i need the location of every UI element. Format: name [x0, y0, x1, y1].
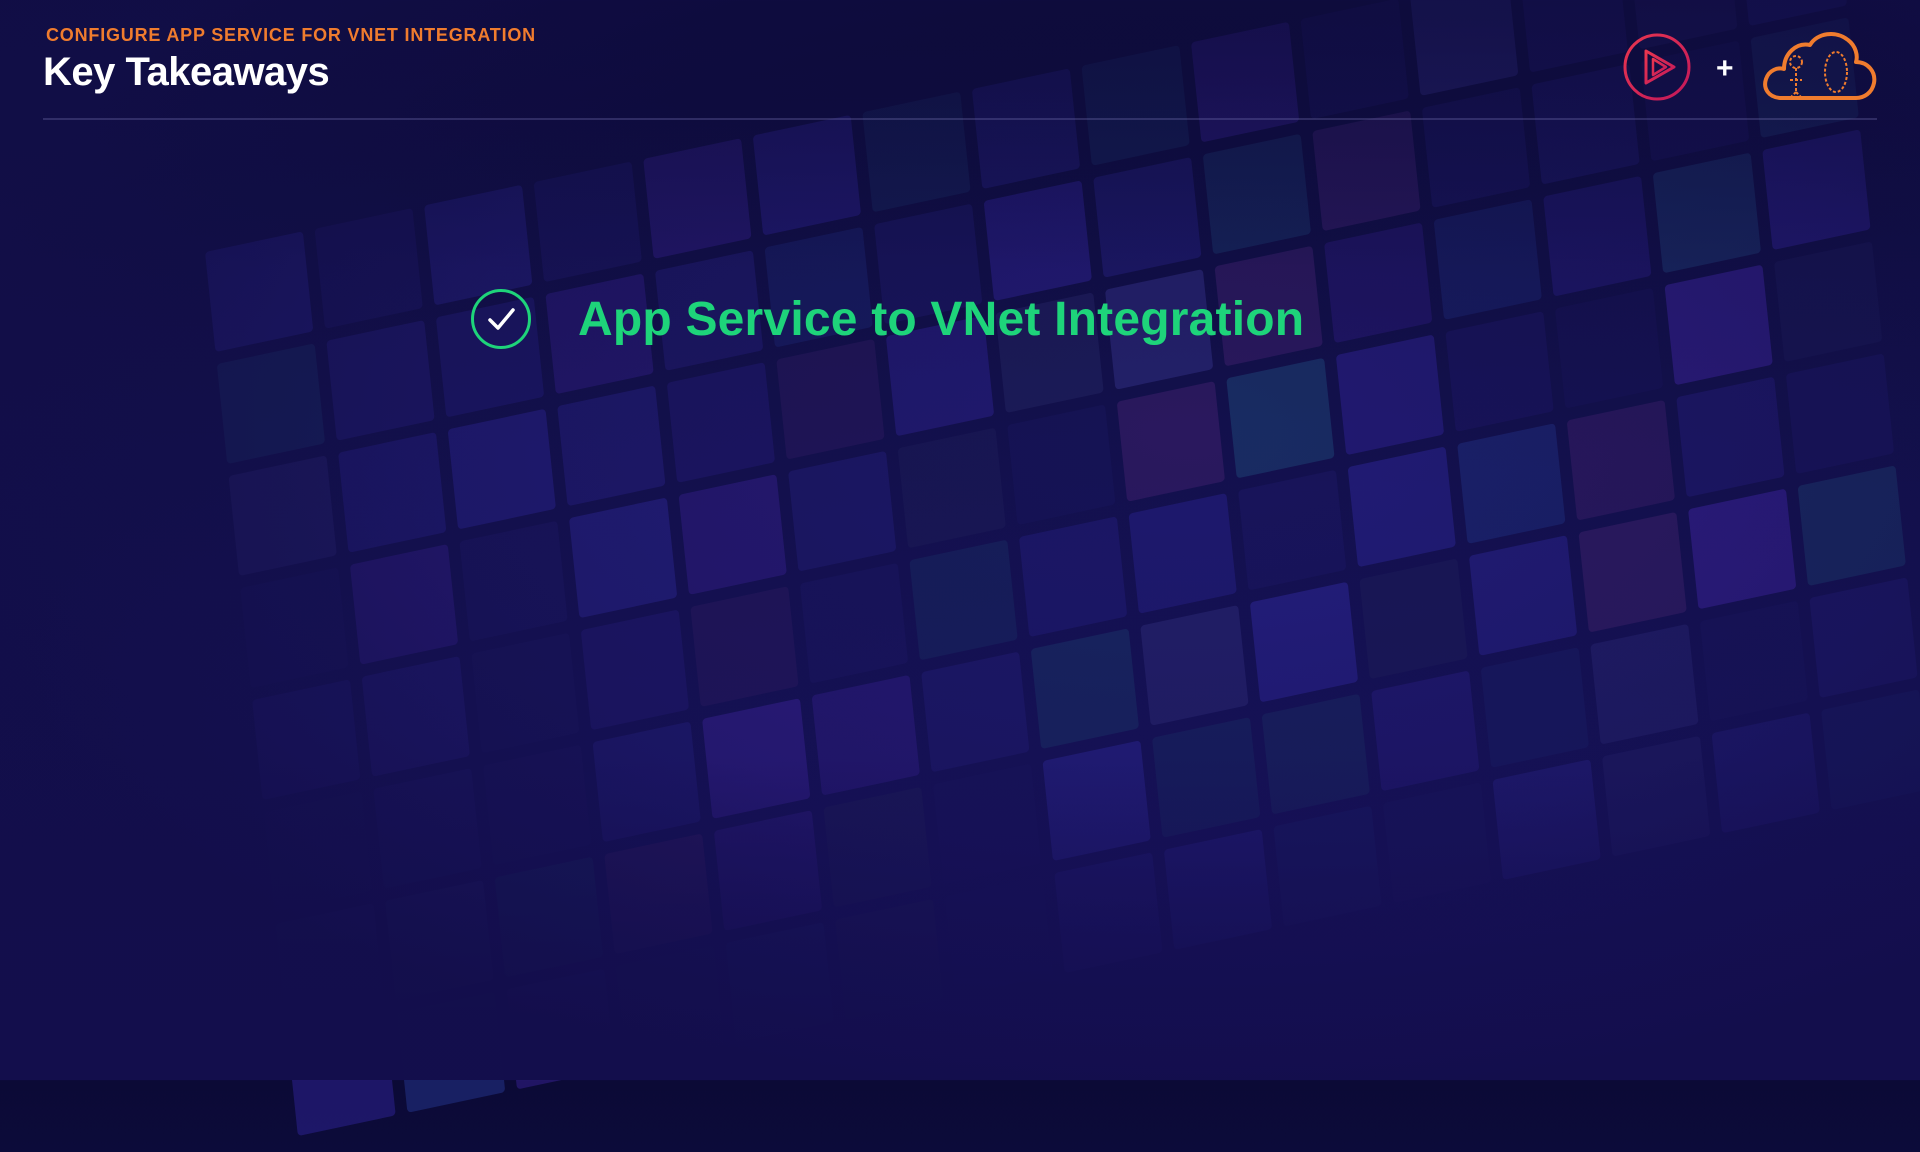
background-vignette: [0, 0, 1920, 1080]
takeaway-item: App Service to VNet Integration: [470, 288, 1304, 350]
play-logo-icon: [1623, 33, 1691, 101]
takeaway-text: App Service to VNet Integration: [578, 292, 1305, 346]
check-circle-icon: [471, 289, 531, 349]
cloud-logo-icon: [1763, 32, 1877, 100]
plus-icon: +: [1716, 52, 1734, 85]
header-subtitle: CONFIGURE APP SERVICE FOR VNET INTEGRATI…: [46, 25, 536, 45]
page-title: Key Takeaways: [43, 50, 330, 94]
header-divider: [43, 118, 1877, 120]
